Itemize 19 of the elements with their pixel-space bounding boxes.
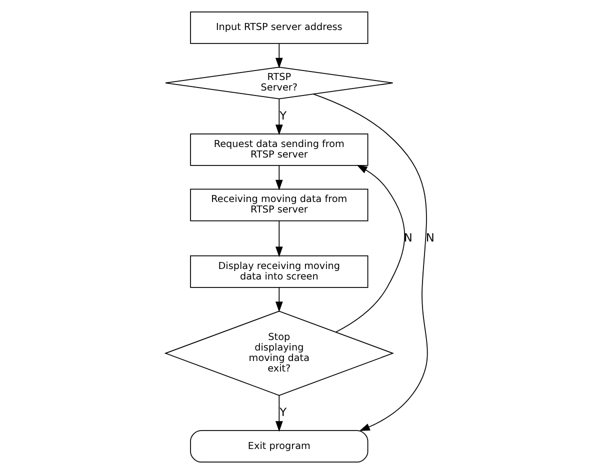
node-box: Request data sending from RTSP server (190, 133, 368, 166)
arrow (275, 165, 283, 190)
arrow (275, 43, 283, 68)
arrow (312, 94, 428, 431)
edge-label: N (426, 230, 434, 244)
node-box: Exit program (190, 430, 368, 463)
arrow (275, 220, 283, 258)
node-box: Display receiving moving data into screen (190, 255, 368, 288)
node-box: Receiving moving data from RTSP server (190, 188, 368, 222)
arrow (275, 395, 283, 432)
edge-label: Y (280, 404, 287, 419)
edge-label: N (404, 230, 412, 244)
node-diamond: Stop displaying moving data exit? (164, 310, 394, 396)
arrow (336, 164, 406, 332)
arrow (275, 287, 283, 312)
arrow (275, 98, 283, 136)
node-box: Input RTSP server address (190, 11, 368, 44)
edge-label: Y (280, 108, 287, 122)
node-diamond: RTSP Server? (165, 66, 394, 100)
